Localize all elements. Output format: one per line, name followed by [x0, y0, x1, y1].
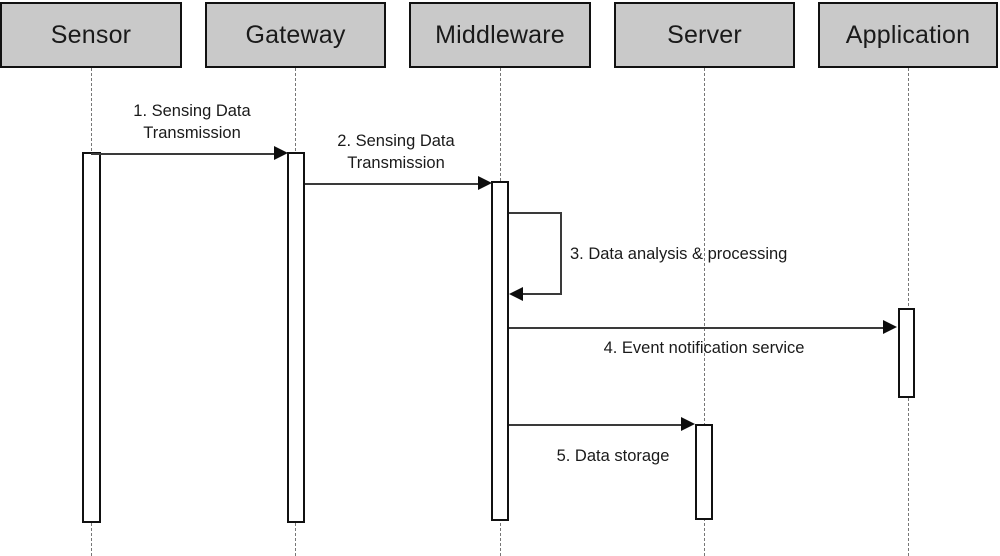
message-line-3-top[interactable] [509, 212, 562, 214]
message-label-5: 5. Data storage [556, 447, 670, 465]
participant-label-gateway: Gateway [245, 20, 346, 49]
participant-box-sensor[interactable]: Sensor [0, 2, 182, 68]
participant-box-gateway[interactable]: Gateway [205, 2, 386, 68]
lifeline-server [704, 68, 705, 556]
participant-label-application: Application [845, 20, 971, 49]
activation-bar-application[interactable] [898, 308, 915, 398]
message-label-3: 3. Data analysis & processing [570, 245, 788, 263]
activation-bar-gateway[interactable] [287, 152, 305, 523]
message-arrowhead-5 [681, 417, 695, 431]
participant-label-middleware: Middleware [435, 20, 565, 49]
message-arrowhead-2 [478, 176, 492, 190]
message-arrowhead-4 [883, 320, 897, 334]
activation-bar-sensor[interactable] [82, 152, 101, 523]
message-line-3-side [560, 212, 562, 295]
participant-box-middleware[interactable]: Middleware [409, 2, 591, 68]
message-label-1: 1. Sensing Data Transmission [133, 102, 251, 142]
activation-bar-middleware[interactable] [491, 181, 509, 521]
message-line-3-return[interactable] [523, 293, 562, 295]
message-line-4[interactable] [509, 327, 884, 329]
participant-box-server[interactable]: Server [614, 2, 795, 68]
participant-label-sensor: Sensor [50, 20, 132, 49]
message-arrowhead-1 [274, 146, 288, 160]
message-line-2[interactable] [305, 183, 479, 185]
participant-label-server: Server [667, 20, 742, 49]
message-line-1[interactable] [91, 153, 274, 155]
activation-bar-server[interactable] [695, 424, 713, 520]
participant-box-application[interactable]: Application [818, 2, 998, 68]
message-label-4: 4. Event notification service [603, 339, 805, 357]
message-arrowhead-3 [509, 287, 523, 301]
message-line-5[interactable] [509, 424, 682, 426]
message-label-2: 2. Sensing Data Transmission [337, 132, 455, 172]
